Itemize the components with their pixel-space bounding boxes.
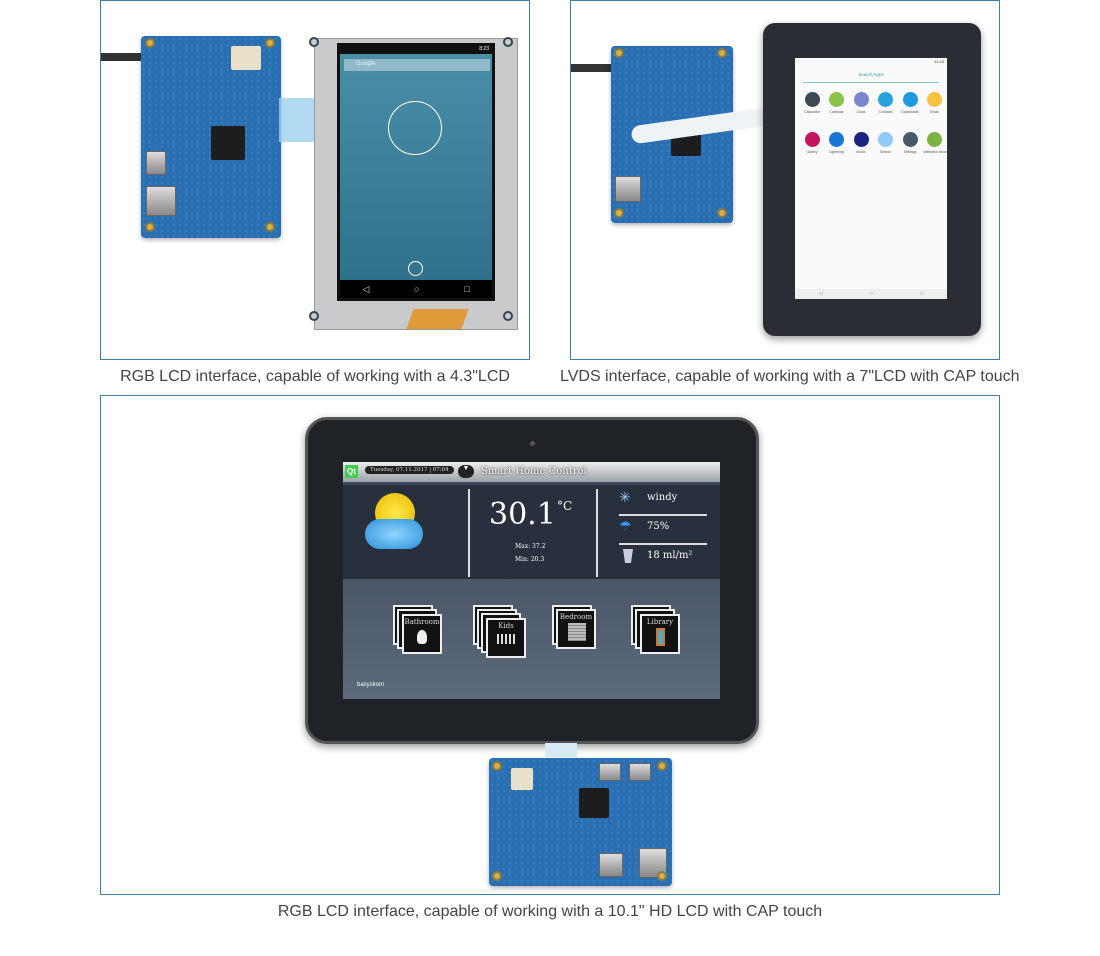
datetime: Tuesday, 07.11.2017 | 07:04 [365, 466, 454, 474]
app-glyph-icon [927, 92, 942, 107]
nanopi-board [489, 758, 672, 886]
min-temperature: Min: 20.3 [515, 556, 545, 563]
app-glyph-icon [853, 132, 869, 147]
humidity: 75% [647, 521, 670, 532]
google-search-bar[interactable]: Google [344, 59, 490, 71]
power-cable [101, 53, 146, 61]
header-bar: Qt Tuesday, 07.11.2017 | 07:04 ▼ Smart H… [343, 462, 720, 482]
app-icon-contacts[interactable]: Contacts [875, 92, 897, 114]
app-label: Email [930, 110, 939, 114]
temperature-unit: °C [557, 499, 573, 513]
app-label: Gallery [806, 150, 818, 154]
panel-10-1-lcd: Qt Tuesday, 07.11.2017 | 07:04 ▼ Smart H… [100, 395, 1000, 895]
menu-dropdown-icon[interactable]: ▼ [458, 465, 474, 478]
caption-10-1-lcd: RGB LCD interface, capable of working wi… [277, 903, 823, 920]
panel-7-lcd: 12:24 Search Apps Calculator Calendar Cloc… [570, 0, 1000, 360]
app-icon-settings[interactable]: Settings [899, 132, 921, 154]
room-bathroom[interactable]: Bathroom [393, 605, 442, 654]
rain-glass-icon [623, 549, 633, 563]
app-glyph-icon [902, 92, 918, 107]
app-label: Webview Brow.. [923, 150, 949, 154]
recents-button[interactable]: □ [920, 291, 924, 297]
rainfall: 18 ml/m² [647, 550, 693, 561]
recents-button[interactable]: □ [464, 284, 470, 294]
app-icon-calculator[interactable]: Calculator [801, 92, 823, 114]
camera [530, 441, 535, 446]
power-cable [571, 64, 616, 72]
nav-bar: ◁ ○ □ [795, 289, 947, 299]
android-app-drawer-screen: 12:24 Search Apps Calculator Calendar Cloc… [795, 58, 949, 299]
app-drawer-icon[interactable] [408, 261, 423, 276]
lcd-4-3-module: 8:23 Google ◁ ○ □ [309, 37, 518, 330]
app-label: Lightning [829, 150, 844, 154]
app-icon-gallery[interactable]: Gallery [801, 132, 823, 154]
app-icon-clock[interactable]: Clock [850, 92, 872, 114]
app-glyph-icon [878, 132, 893, 147]
room-kids[interactable]: Kids [473, 605, 526, 658]
app-glyph-icon [853, 92, 869, 107]
app-glyph-icon [878, 92, 893, 107]
basyskom-logo: basyskom [357, 682, 385, 688]
app-label: Clock [856, 110, 866, 114]
app-label: Search [879, 150, 892, 154]
panel-4-3-lcd: 8:23 Google ◁ ○ □ [100, 0, 530, 360]
app-glyph-icon [804, 92, 820, 107]
app-glyph-icon [804, 132, 820, 147]
umbrella-icon: ☂ [619, 518, 632, 534]
wind-icon: ✳ [619, 489, 631, 505]
status-bar: 8:23 [340, 46, 492, 54]
app-label: Downloads [901, 110, 919, 114]
nanopi-board [141, 36, 281, 238]
app-label: Contacts [878, 110, 893, 114]
back-button[interactable]: ◁ [362, 283, 370, 294]
app-glyph-icon [927, 132, 942, 147]
app-title: Smart Home Control [481, 466, 587, 477]
blinds-icon [568, 623, 586, 641]
android-screen: 8:23 Google ◁ ○ □ [337, 43, 495, 301]
app-glyph-icon [829, 132, 844, 147]
search-apps[interactable]: Search Apps [858, 72, 884, 77]
max-temperature: Max: 37.2 [515, 543, 546, 550]
radiator-icon [497, 634, 515, 644]
cloud-icon [365, 519, 423, 549]
lcd-7-tablet: 12:24 Search Apps Calculator Calendar Cloc… [763, 23, 981, 336]
door-icon [656, 628, 665, 646]
caption-7-lcd: LVDS interface, capable of working with … [560, 368, 1020, 385]
back-button[interactable]: ◁ [818, 291, 823, 297]
app-icon-email[interactable]: Email [924, 92, 946, 114]
room-library[interactable]: Library [631, 605, 680, 654]
app-icon-downloads[interactable]: Downloads [899, 92, 921, 114]
app-icon-search[interactable]: Search [875, 132, 897, 154]
app-icon-lightning[interactable]: Lightning [826, 132, 848, 154]
weather-panel: 30.1 °C Max: 37.2 Min: 20.3 ✳ windy ☂ 75… [343, 485, 720, 579]
room-bedroom[interactable]: Bedroom [552, 605, 596, 649]
bulb-icon [417, 630, 427, 644]
wind: windy [647, 492, 678, 503]
clock-widget[interactable] [388, 101, 442, 155]
app-label: Calculator [804, 110, 820, 114]
app-icon-calendar[interactable]: Calendar [826, 92, 848, 114]
flex-cable [406, 309, 469, 329]
home-button[interactable]: ○ [414, 284, 420, 294]
caption-4-3-lcd: RGB LCD interface, capable of working wi… [120, 368, 510, 385]
app-label: Music [856, 150, 866, 154]
home-button[interactable]: ○ [869, 291, 873, 297]
qt-logo: Qt [345, 465, 358, 478]
app-label: Settings [903, 150, 917, 154]
app-glyph-icon [829, 92, 844, 107]
ribbon-cable [545, 743, 577, 757]
app-label: Calendar [829, 110, 844, 114]
smart-home-screen: Qt Tuesday, 07.11.2017 | 07:04 ▼ Smart H… [343, 462, 720, 699]
app-glyph-icon [902, 132, 918, 147]
lcd-10-1-tablet: Qt Tuesday, 07.11.2017 | 07:04 ▼ Smart H… [305, 417, 759, 744]
temperature: 30.1 [489, 497, 556, 532]
app-icon-music[interactable]: Music [850, 132, 872, 154]
nav-bar: ◁ ○ □ [340, 280, 492, 298]
app-icon-webview-brow-[interactable]: Webview Brow.. [923, 132, 949, 154]
status-bar: 12:24 [933, 59, 944, 64]
